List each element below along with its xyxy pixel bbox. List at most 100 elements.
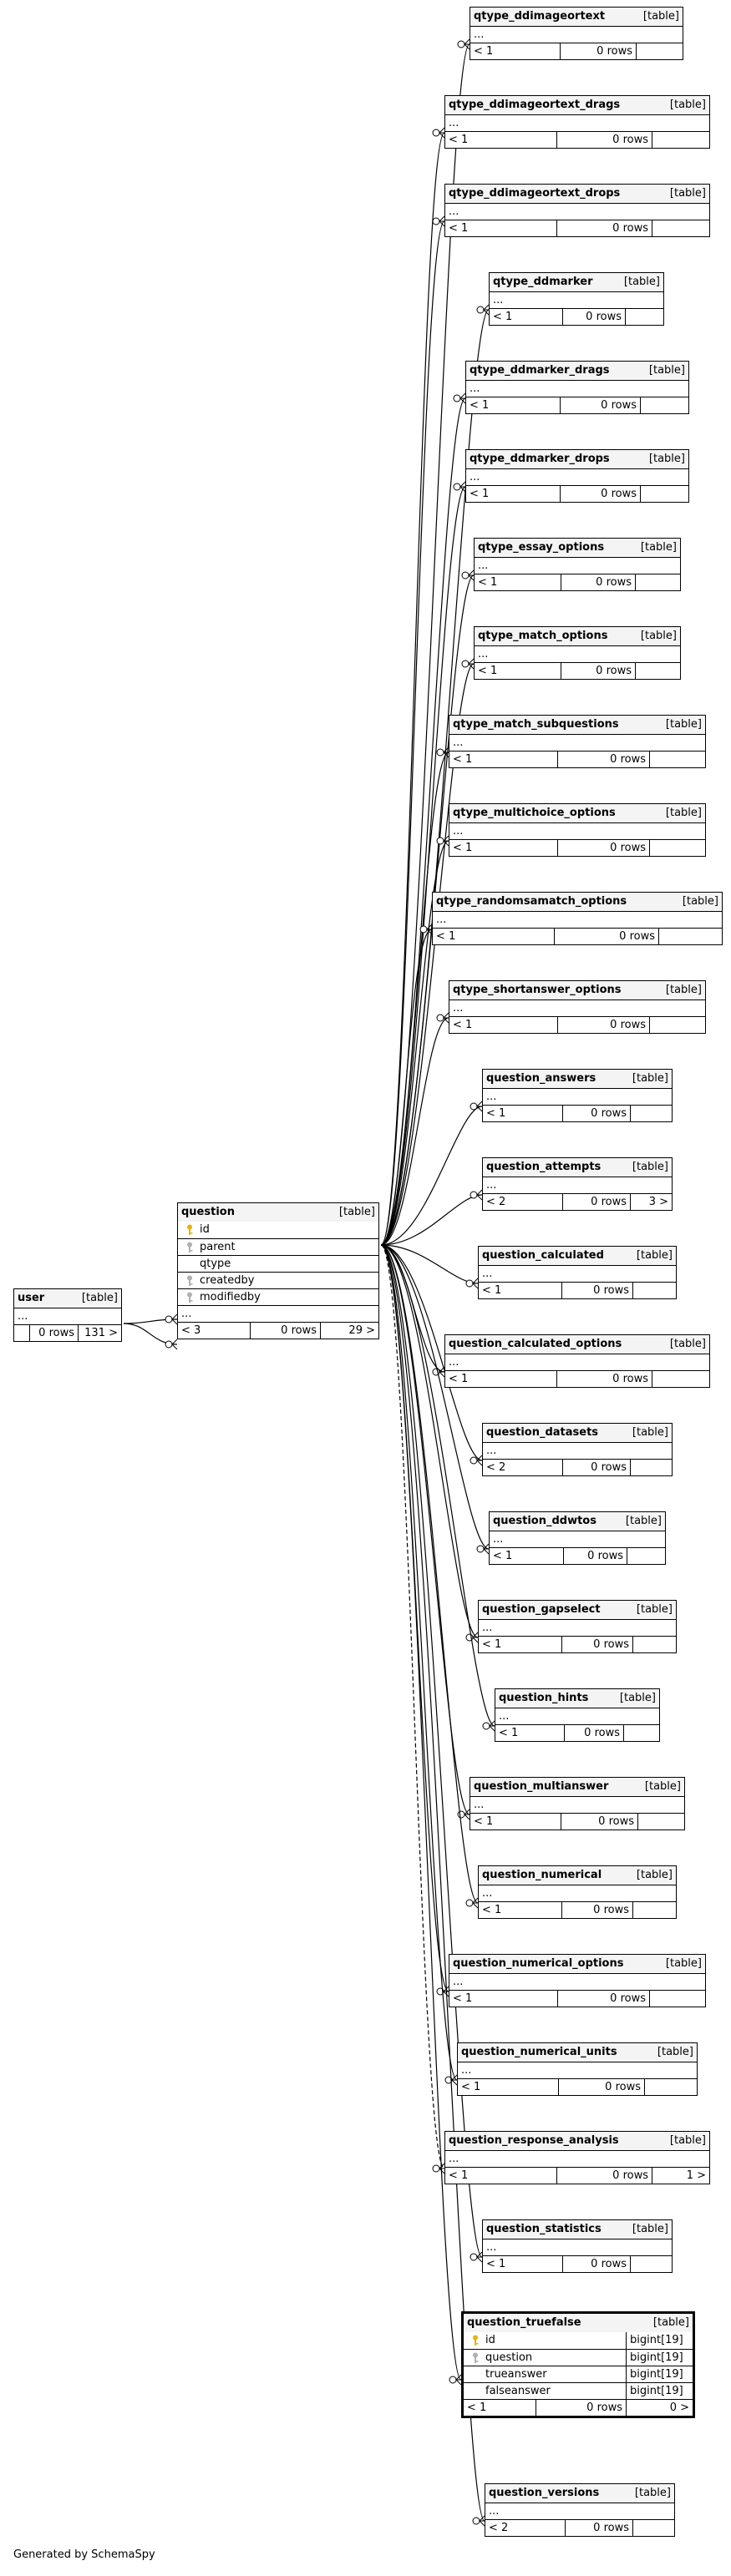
children-count [652, 220, 709, 236]
row-count: 0 rows [561, 574, 635, 590]
row-count: 0 rows [29, 1325, 78, 1341]
table-header: question_calculated_options[table] [445, 1335, 709, 1354]
column-name: id [485, 2334, 495, 2346]
table-user[interactable]: user [table] ... 0 rows 131 > [13, 1288, 122, 1342]
optional-marker [461, 660, 470, 668]
table-question-calculated-options[interactable]: question_calculated_options[table]...< 1… [444, 1334, 710, 1388]
parents-count: < 1 [499, 1727, 519, 1739]
table-kind: [table] [634, 2487, 671, 2499]
row-count: 0 rows [560, 397, 640, 413]
parents-count: < 1 [486, 1107, 506, 1120]
crows-foot-marker [459, 481, 466, 488]
table-header: qtype_randomsamatch_options[table] [433, 893, 722, 911]
primary-key-icon [187, 1224, 193, 1235]
parents-count: < 1 [467, 2401, 487, 2414]
children-count [635, 574, 680, 590]
more-columns: ... [449, 1973, 705, 1990]
crows-foot-marker [483, 1543, 490, 1550]
children-count [649, 752, 705, 767]
crows-foot-marker [451, 2074, 458, 2081]
table-header: question_attempts[table] [483, 1158, 672, 1177]
crows-foot-marker [459, 392, 466, 399]
more-columns: ... [475, 645, 680, 662]
foreign-key-icon [187, 1275, 193, 1286]
table-name: qtype_match_subquestions [453, 718, 619, 731]
column-row: createdby [178, 1272, 378, 1288]
table-kind: [table] [665, 1957, 702, 1970]
optional-marker [470, 1102, 478, 1111]
table-kind: [table] [652, 2316, 689, 2329]
crows-foot-marker [472, 1278, 479, 1284]
row-count: 0 rows [554, 929, 658, 944]
crows-foot-marker [483, 1548, 490, 1555]
table-name: question_statistics [486, 2223, 602, 2235]
foreign-key-icon [473, 2352, 479, 2363]
relationship-line [380, 1244, 479, 1904]
children-count [623, 1725, 659, 1741]
table-name: qtype_ddimageortext [474, 10, 606, 23]
children-count [649, 1991, 705, 2007]
crows-foot-marker [483, 309, 490, 316]
crows-foot-marker [479, 2520, 485, 2527]
more-columns: ... [449, 822, 705, 839]
table-qtype-randomsamatch-options[interactable]: qtype_randomsamatch_options[table]...< 1… [432, 892, 723, 945]
crows-foot-marker [476, 1455, 483, 1461]
table-header: qtype_ddmarker_drags[table] [466, 362, 688, 380]
row-count: 0 rows [557, 1017, 649, 1033]
more-columns: ... [483, 1177, 672, 1193]
parents-count: < 1 [449, 134, 469, 146]
crows-foot-marker [483, 304, 490, 311]
parents-count: < 1 [482, 1904, 502, 1916]
optional-marker [476, 1545, 485, 1553]
row-count: 0 rows [558, 2079, 644, 2095]
crows-foot-marker [468, 658, 475, 665]
table-kind: [table] [648, 453, 685, 465]
table-kind: [table] [669, 2134, 706, 2147]
table-name: question_ddwtos [493, 1515, 596, 1527]
crows-foot-marker [443, 1991, 449, 1997]
more-columns: ... [485, 2503, 674, 2519]
more-columns: ... [475, 557, 680, 574]
table-name: question_datasets [486, 1426, 599, 1439]
column-type: bigint[19] [626, 2383, 693, 2399]
column-type: bigint[19] [626, 2350, 693, 2366]
row-count: 0 rows [563, 1548, 627, 1564]
optional-marker [476, 306, 485, 314]
crows-foot-marker [464, 38, 470, 45]
table-kind: [table] [669, 187, 706, 200]
table-name: qtype_ddimageortext_drops [449, 187, 621, 200]
table-header: qtype_shortanswer_options[table] [449, 981, 705, 1000]
